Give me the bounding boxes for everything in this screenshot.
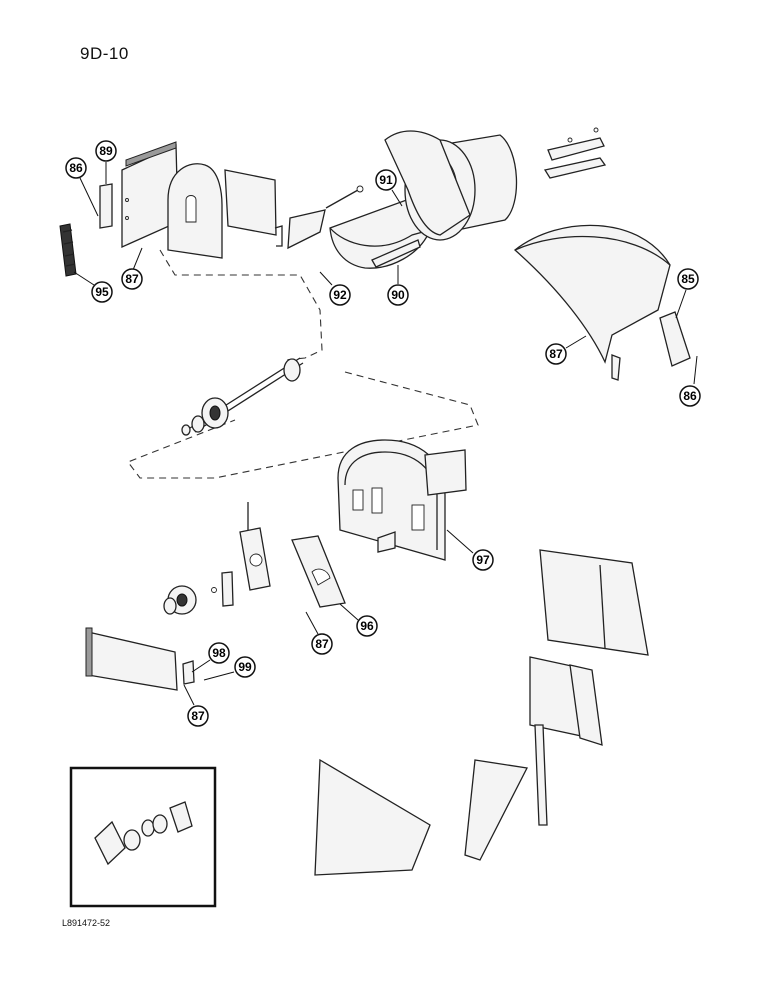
fan-housing-cylinder bbox=[384, 130, 518, 241]
callout-85: 85 bbox=[675, 268, 699, 319]
callout-97: 97 bbox=[446, 529, 494, 571]
svg-text:85: 85 bbox=[681, 272, 695, 286]
callout-91: 91 bbox=[375, 169, 403, 207]
svg-text:90: 90 bbox=[391, 288, 405, 302]
svg-text:87: 87 bbox=[125, 272, 139, 286]
callout-96: 96 bbox=[339, 603, 378, 637]
svg-text:86: 86 bbox=[69, 161, 83, 175]
callout-86: 86 bbox=[65, 157, 99, 217]
svg-text:87: 87 bbox=[549, 347, 563, 361]
seal-strip bbox=[59, 223, 77, 277]
svg-text:87: 87 bbox=[315, 637, 329, 651]
access-plate bbox=[291, 535, 346, 608]
drawing-code: L891472-52 bbox=[62, 918, 111, 928]
svg-text:96: 96 bbox=[360, 619, 374, 633]
callout-99: 99 bbox=[203, 656, 256, 681]
fan-housing-left bbox=[167, 163, 364, 259]
svg-text:92: 92 bbox=[333, 288, 347, 302]
bottom-right-brackets bbox=[464, 724, 548, 861]
inset-frame bbox=[69, 766, 217, 908]
svg-text:95: 95 bbox=[95, 285, 109, 299]
callout-89: 89 bbox=[95, 140, 117, 184]
callout-86: 86 bbox=[679, 355, 701, 407]
side-shield-left bbox=[99, 141, 179, 249]
callout-87: 87 bbox=[305, 611, 333, 655]
svg-text:89: 89 bbox=[99, 144, 113, 158]
bearing-parts bbox=[163, 585, 217, 615]
svg-text:91: 91 bbox=[379, 173, 393, 187]
svg-text:97: 97 bbox=[476, 553, 490, 567]
svg-text:99: 99 bbox=[238, 660, 252, 674]
svg-text:98: 98 bbox=[212, 646, 226, 660]
callout-87: 87 bbox=[183, 684, 209, 727]
svg-text:87: 87 bbox=[191, 709, 205, 723]
callout-98: 98 bbox=[191, 642, 230, 673]
dashed-group-upper bbox=[159, 249, 323, 361]
callout-87: 87 bbox=[121, 247, 143, 290]
auger-trough bbox=[329, 197, 431, 269]
curved-hood bbox=[513, 224, 691, 381]
drive-shaft-assembly bbox=[181, 357, 304, 436]
bottom-center-panel bbox=[314, 758, 431, 876]
right-side-panels bbox=[529, 549, 649, 746]
center-housing-panel bbox=[337, 439, 467, 561]
callout-87: 87 bbox=[545, 335, 587, 365]
callout-95: 95 bbox=[73, 271, 113, 303]
mount-bracket bbox=[221, 502, 271, 607]
page-title: 9D-10 bbox=[80, 44, 129, 63]
callout-90: 90 bbox=[387, 265, 409, 306]
inset-bearing-exploded bbox=[94, 801, 193, 866]
lower-left-panel bbox=[85, 627, 195, 691]
callout-92: 92 bbox=[319, 271, 351, 306]
svg-text:86: 86 bbox=[683, 389, 697, 403]
top-bracket bbox=[543, 127, 607, 179]
